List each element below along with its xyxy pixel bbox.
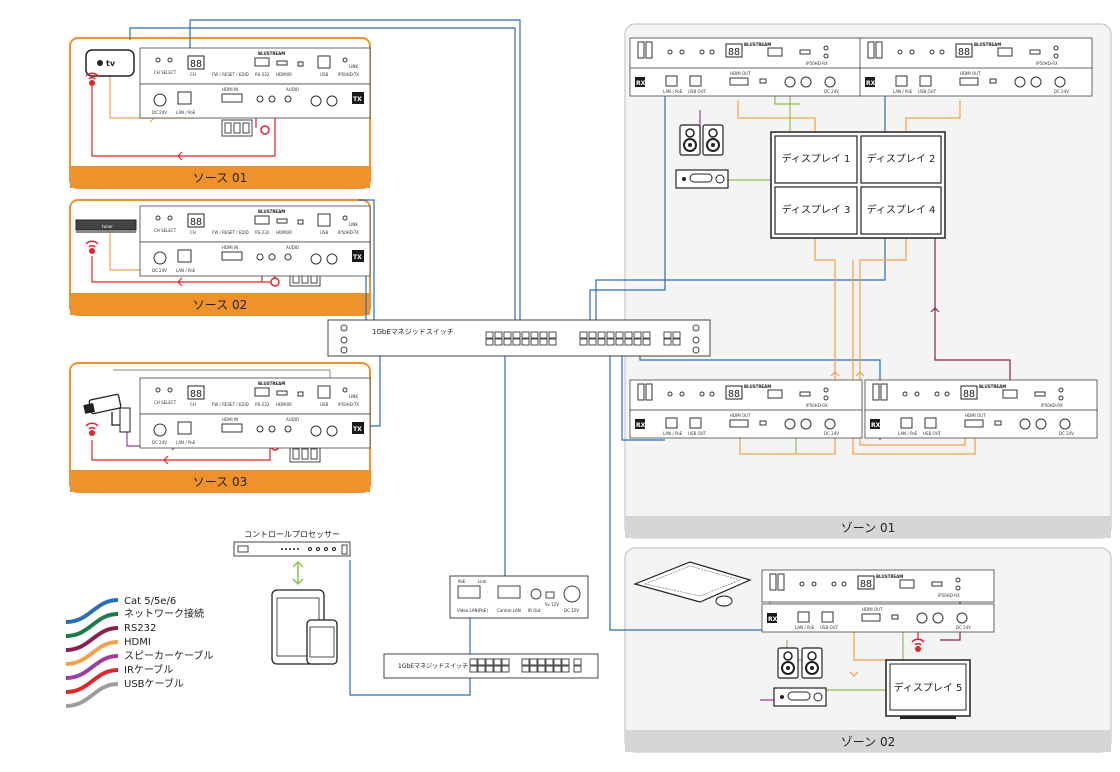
tx-unit-03 [139,377,371,449]
bottom-switch-label: 1GbEマネジッドスイッチ [398,663,468,670]
legend-item-hdmi: HDMI [65,637,151,666]
speaker-icon [702,124,724,156]
tuner-device: tuner [75,219,137,233]
legend-label: RS232 [124,623,156,634]
mouse-icon [715,595,733,607]
rx-unit-02 [859,37,1093,97]
sync-arrow-icon [292,560,304,586]
video-wall: ディスプレイ 1 ディスプレイ 2 ディスプレイ 3 ディスプレイ 4 [770,131,946,239]
apple-tv-device: tv [85,49,135,77]
tx-unit-02 [139,205,371,277]
main-network-switch: 1GbEマネジッドスイッチ [327,319,711,357]
display-4-label: ディスプレイ 4 [867,203,936,216]
legend-label: HDMI [124,637,151,648]
rx-unit-01 [629,37,863,97]
zone-01-label: ゾーン 01 [841,521,895,535]
control-processor: コントロールプロセッサー [233,530,351,557]
legend-label: Cat 5/5e/6 [124,596,176,607]
display-1-label: ディスプレイ 1 [782,152,851,165]
port-12v-out-label: 5v 12V [545,602,559,607]
apple-tv-label: tv [106,59,116,68]
tx-unit-01 [139,47,371,119]
display-3-label: ディスプレイ 3 [782,203,851,216]
legend-label: ネットワーク接続 [124,607,204,620]
control-processor-label: コントロールプロセッサー [244,530,340,539]
source-02-label: ソース 02 [193,298,247,312]
rx-unit-zone2 [761,569,995,633]
legend-label: USBケーブル [124,677,184,690]
rx-unit-04 [864,379,1098,439]
control-lan-box: PoE Link Video LAN(PoE) Control LAN IR O… [449,575,589,619]
speaker-icon [801,647,823,679]
legend-item-usb: USBケーブル [65,677,184,708]
zone-01-panel: ゾーン 01 [624,23,1112,539]
legend-item-rs232: RS232 [65,623,156,652]
main-switch-label: 1GbEマネジッドスイッチ [372,328,454,336]
tuner-label: tuner [102,224,113,229]
source-01-label: ソース 01 [193,171,247,185]
port-control-lan-label: Control LAN [497,608,521,613]
keyboard-icon [633,561,752,603]
legend-item-ir: IRケーブル [65,663,173,694]
display-5-label: ディスプレイ 5 [894,681,963,694]
legend-item-network: ネットワーク接続 [65,607,204,638]
port-ir-out-label: IR Out [528,608,541,613]
bottom-network-switch: 1GbEマネジッドスイッチ [383,653,599,679]
speaker-icon [777,647,799,679]
port-video-lan-label: Video LAN(PoE) [457,608,488,613]
phone-icon [306,619,338,665]
zone-02-label: ゾーン 02 [841,735,895,749]
amplifier-icon [773,687,827,707]
legend-label: IRケーブル [124,663,173,676]
amplifier-icon [675,169,729,189]
legend-item-cat: Cat 5/5e/6 [65,596,176,624]
source-03-label: ソース 03 [193,475,247,489]
rx-unit-03 [629,379,863,439]
legend-item-speaker: スピーカーケーブル [65,649,213,680]
legend: Cat 5/5e/6 ネットワーク接続 RS232 HDMI スピーカーケーブル… [65,596,213,708]
legend-label: スピーカーケーブル [124,649,213,662]
speaker-icon [679,124,701,156]
display-2-label: ディスプレイ 2 [867,152,936,165]
port-dc-label: DC 12V [564,608,579,613]
port-link-label: Link [478,579,487,584]
camera-device [83,393,131,433]
ir-receiver-icon [221,119,253,137]
display-5: ディスプレイ 5 [885,659,971,719]
port-poe-label: PoE [458,579,466,584]
